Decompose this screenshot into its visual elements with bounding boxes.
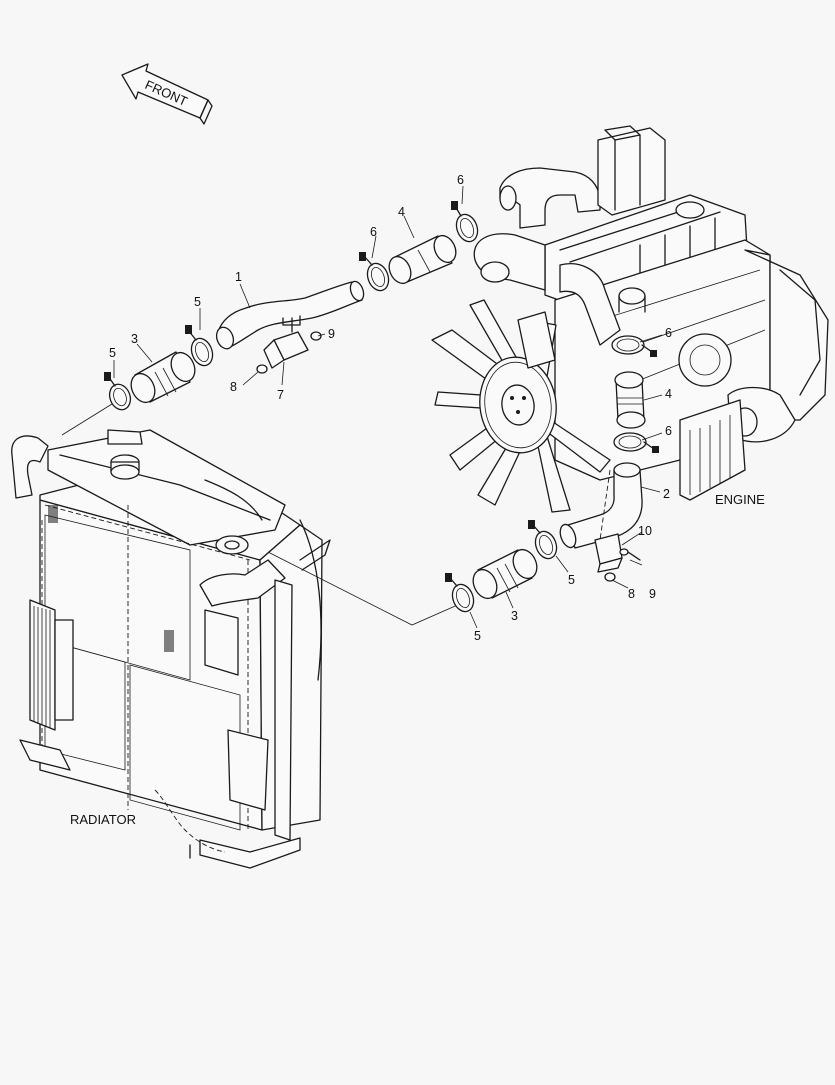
callout-7: 7 <box>277 388 284 402</box>
callout-6: 6 <box>665 326 672 340</box>
callout-3: 3 <box>131 332 138 346</box>
callout-1: 1 <box>235 270 242 284</box>
part-5-clamp-upper <box>185 325 214 367</box>
callout-9: 9 <box>328 327 335 341</box>
callout-5: 5 <box>474 629 481 643</box>
fan <box>431 299 611 513</box>
part-4-hose-lower <box>614 371 646 429</box>
callout-6: 6 <box>457 173 464 187</box>
part-7-bracket <box>256 317 322 374</box>
radiator-label: RADIATOR <box>70 812 136 827</box>
part-6-clamp-upper-a <box>359 252 390 292</box>
part-5-clamp-lower-b <box>445 573 475 613</box>
callout-10: 10 <box>638 524 652 538</box>
part-3-hose-upper <box>130 351 196 404</box>
radiator-assembly: RADIATOR <box>11 429 331 869</box>
callout-6: 6 <box>665 424 672 438</box>
callout-5: 5 <box>568 573 575 587</box>
callout-4: 4 <box>665 387 672 401</box>
part-6-clamp-upper-b <box>451 201 479 243</box>
callout-9: 9 <box>649 587 656 601</box>
part-4-hose-upper <box>388 234 457 285</box>
callouts: 1 5 3 5 6 4 6 9 7 8 6 4 6 2 10 9 8 5 3 5 <box>109 173 672 643</box>
callout-6: 6 <box>370 225 377 239</box>
engine-label: ENGINE <box>715 492 765 507</box>
part-10-bracket <box>594 533 641 582</box>
part-3-hose-lower <box>472 548 538 600</box>
part-5-clamp-left <box>104 372 132 411</box>
callout-5: 5 <box>194 295 201 309</box>
front-arrow: FRONT <box>121 63 213 125</box>
callout-leaders <box>113 185 663 629</box>
callout-2: 2 <box>663 487 670 501</box>
part-2-pipe <box>559 462 643 549</box>
part-1-pipe <box>215 280 365 350</box>
callout-5: 5 <box>109 346 116 360</box>
callout-4: 4 <box>398 205 405 219</box>
part-6-clamp-engine-a <box>611 335 657 357</box>
callout-3: 3 <box>511 609 518 623</box>
callout-8: 8 <box>230 380 237 394</box>
engine-assembly <box>473 125 829 501</box>
callout-8: 8 <box>628 587 635 601</box>
part-6-clamp-engine-b <box>613 432 659 453</box>
part-5-clamp-lower-a <box>528 520 558 560</box>
